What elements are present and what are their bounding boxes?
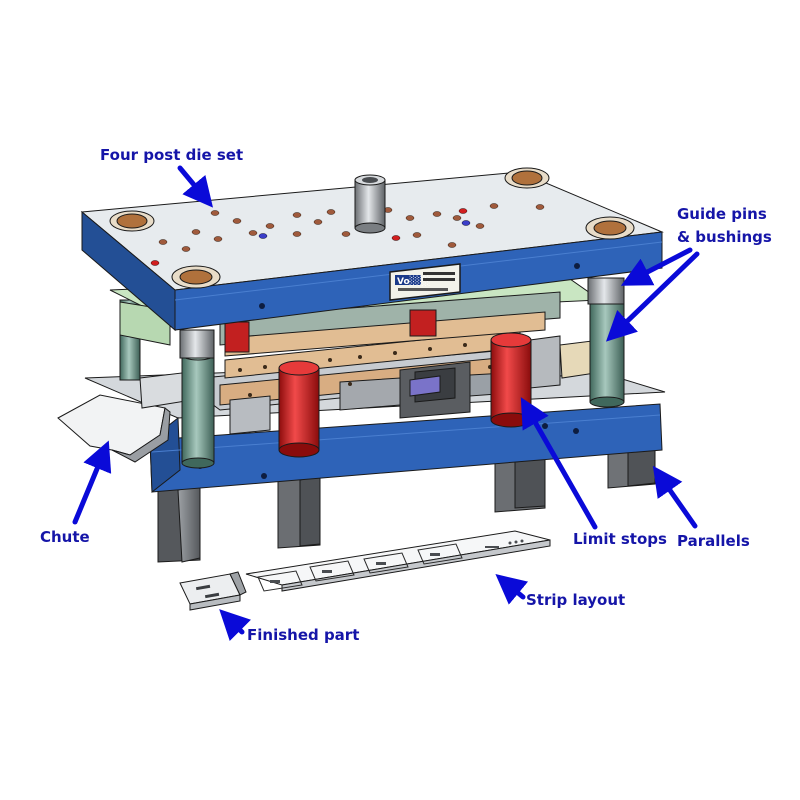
shank <box>354 174 386 234</box>
arrow-strip-layout <box>495 573 529 605</box>
label-limit-stops: Limit stops <box>573 530 667 548</box>
arrow-parallels <box>652 465 698 529</box>
bushings <box>109 167 635 359</box>
label-finished-part: Finished part <box>247 626 359 644</box>
arrow-finished-part <box>219 609 251 641</box>
annotations: Four post die set Guide pins & bushings … <box>40 146 772 644</box>
label-guide-pins-1: Guide pins <box>677 205 767 223</box>
label-parallels: Parallels <box>677 532 750 550</box>
nameplate: Vo░░░ <box>389 263 461 301</box>
nameplate-brand: Vo░░░ <box>397 275 430 287</box>
label-guide-pins-2: & bushings <box>677 228 772 246</box>
arrow-guide-pins-1 <box>620 247 693 286</box>
arrow-limit-stops <box>520 397 598 530</box>
arrow-chute <box>72 440 112 525</box>
label-die-set: Four post die set <box>100 146 243 164</box>
label-strip-layout: Strip layout <box>526 591 625 609</box>
label-chute: Chute <box>40 528 90 546</box>
top-plate-holes <box>150 203 545 266</box>
limit-stops <box>278 332 532 458</box>
strip-layout <box>245 530 551 592</box>
chute <box>57 371 193 463</box>
finished-part <box>179 571 247 611</box>
arrow-die-set <box>177 165 214 208</box>
arrow-guide-pins-2 <box>605 251 700 342</box>
